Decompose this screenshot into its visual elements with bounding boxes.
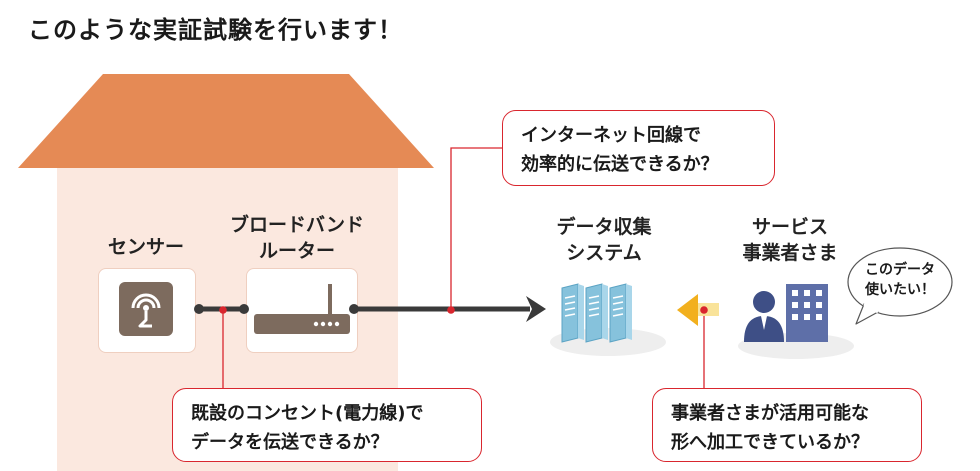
building-icon: [786, 284, 828, 342]
business-callout: 事業者さまが活用可能な 形へ加工できているか？: [652, 388, 922, 462]
speech-bubble-icon: [847, 247, 953, 325]
business-label-line1: サービス: [751, 216, 828, 238]
server-icon: [550, 283, 666, 356]
router-icon: [254, 284, 350, 334]
server-label-line2: システム: [566, 242, 642, 264]
internet-callout: インターネット回線で 効率的に伝送できるか？: [502, 110, 775, 186]
router-label-line2: ルーター: [258, 240, 335, 262]
powerline-callout: 既設のコンセント(電力線)で データを伝送できるか？: [172, 388, 482, 462]
sensor-label: センサー: [107, 236, 184, 258]
sensor-icon: [119, 282, 173, 336]
internet-callout-line1: インターネット回線で: [521, 125, 701, 146]
router-label-line1: ブロードバンド: [230, 214, 364, 236]
speech-bubble-line1: このデータ: [865, 262, 935, 278]
powerline-callout-line2: データを伝送できるか？: [191, 432, 389, 453]
house-roof: [18, 74, 434, 168]
arrow-head-icon: [526, 296, 546, 322]
yellow-arrow-icon: [677, 294, 698, 326]
business-callout-line2: 形へ加工できているか？: [671, 432, 869, 453]
powerline-callout-line1: 既設のコンセント(電力線)で: [191, 403, 424, 424]
server-label-line1: データ収集: [556, 216, 652, 238]
page-title: このような実証試験を行います！: [28, 16, 403, 44]
business-icon: [738, 284, 854, 359]
business-label-line2: 事業者さま: [742, 242, 838, 264]
business-callout-line1: 事業者さまが活用可能な: [671, 403, 869, 424]
person-icon: [744, 291, 784, 342]
internet-callout-leader: [450, 147, 502, 310]
speech-bubble-line2: 使いたい！: [865, 282, 935, 298]
router-card: [246, 268, 358, 353]
internet-callout-line2: 効率的に伝送できるか？: [521, 154, 719, 175]
